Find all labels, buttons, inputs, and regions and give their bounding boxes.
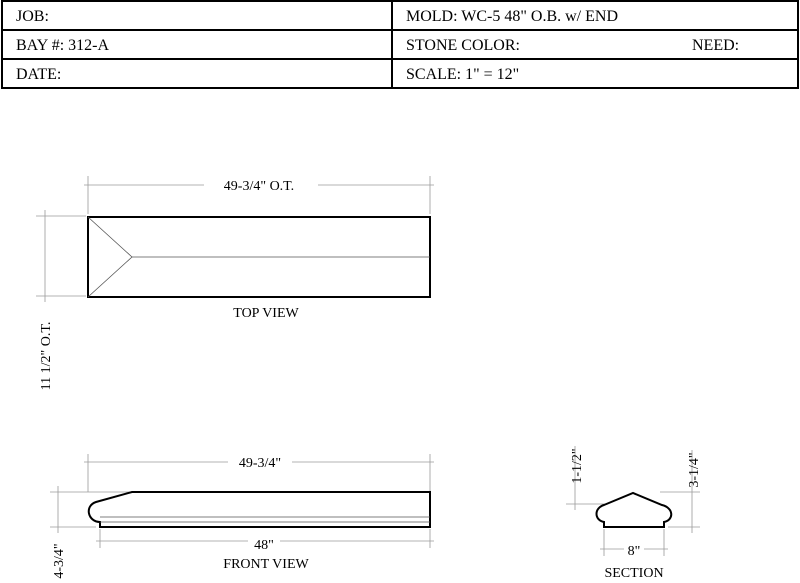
stone-color-field: STONE COLOR:	[406, 37, 520, 54]
top-width-dimension: 11 1/2" O.T.	[39, 322, 54, 391]
need-field: NEED:	[692, 37, 739, 54]
top-view: 49-3/4" O.T. 11 1/2" O.T. TOP VIEW	[36, 176, 434, 390]
top-length-dimension: 49-3/4" O.T.	[224, 179, 294, 194]
section-left-dimension: 1-1/2"	[570, 448, 585, 483]
scale-field: SCALE: 1" = 12"	[406, 66, 519, 83]
front-overall-dimension: 49-3/4"	[239, 456, 281, 471]
front-base-dimension: 48"	[254, 538, 274, 553]
mold-field: MOLD: WC-5 48" O.B. w/ END	[406, 8, 618, 25]
title-block: JOB: MOLD: WC-5 48" O.B. w/ END BAY #: 3…	[1, 0, 799, 89]
bay-field: BAY #: 312-A	[16, 37, 109, 54]
front-view-outline	[87, 491, 431, 528]
section-right-dimension: 3-1/4"	[687, 452, 702, 487]
top-view-label: TOP VIEW	[233, 306, 299, 321]
top-view-end-bevel	[87, 216, 133, 298]
section-view: 1-1/2" 3-1/4" 8" SECTION	[566, 446, 702, 581]
title-block-frame	[1, 0, 799, 89]
section-profile	[595, 491, 673, 528]
date-field: DATE:	[16, 66, 61, 83]
front-height-dimension: 4-3/4"	[52, 543, 67, 578]
job-field: JOB:	[16, 8, 49, 25]
front-view: 49-3/4" 4-3/4" 48" FRONT VIEW	[50, 454, 434, 579]
section-width-dimension: 8"	[628, 544, 641, 559]
section-label: SECTION	[604, 566, 663, 581]
front-view-label: FRONT VIEW	[223, 557, 309, 572]
